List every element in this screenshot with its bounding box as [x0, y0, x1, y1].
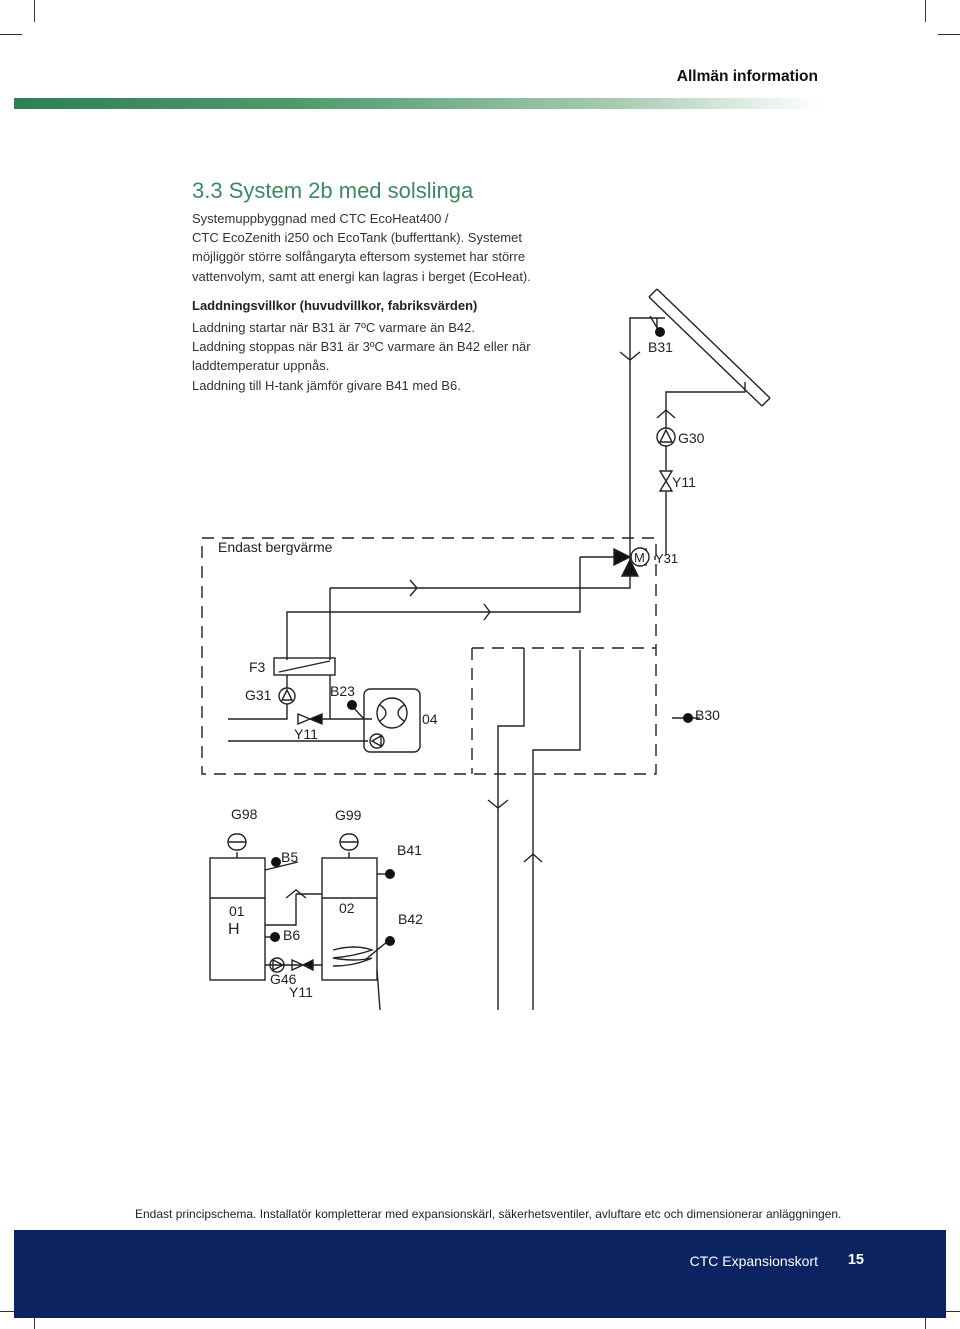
crop-mark — [0, 1311, 22, 1312]
pipe-break — [656, 409, 676, 419]
y11-solar-valve — [658, 479, 674, 492]
b42-sensor — [385, 936, 395, 946]
condition-line: Laddning till H-tank jämför givare B41 m… — [192, 377, 461, 393]
label-b42: B42 — [398, 911, 423, 927]
header-section-name: Allmän information — [676, 68, 818, 85]
b42-sensor-lead — [364, 940, 389, 961]
b30-sensor — [683, 713, 693, 723]
label-f3: F3 — [249, 659, 266, 675]
compressor-curve — [379, 704, 387, 722]
label-g31: G31 — [245, 687, 272, 703]
label-02: 02 — [339, 900, 355, 916]
label-y11-tank: Y11 — [289, 984, 313, 1000]
label-motor-m: M — [634, 550, 645, 565]
b41-sensor — [385, 869, 395, 879]
crop-mark — [34, 1307, 35, 1329]
g31-pump-arrow — [280, 688, 294, 701]
g30-pump — [656, 427, 676, 447]
label-y31: Y31 — [655, 551, 678, 566]
label-h: H — [228, 921, 240, 938]
conditions-list: Laddning startar när B31 är 7ºC varmare … — [192, 318, 572, 395]
pipe-break — [409, 579, 418, 597]
crop-mark — [0, 34, 22, 35]
b23-sensor — [347, 700, 357, 710]
label-01: 01 — [229, 903, 245, 919]
label-04: 04 — [422, 711, 438, 727]
g31-pump — [278, 687, 296, 705]
intro-line: vattenvolym, samt att energi kan lagras … — [192, 268, 531, 284]
label-g46: G46 — [270, 971, 297, 987]
pipe — [286, 557, 581, 660]
tank-02 — [321, 857, 378, 981]
compressor-unit — [363, 688, 421, 753]
footer-bar — [14, 1230, 946, 1318]
intro-line: Systemuppbyggnad med CTC EcoHeat400 / — [192, 211, 449, 226]
label-g30: G30 — [678, 430, 705, 446]
brine-pump-arrow — [370, 734, 382, 748]
g30-pump-arrow — [658, 428, 674, 443]
y11-solar-valve — [658, 470, 674, 483]
footnote: Endast principschema. Installatör komple… — [135, 1207, 842, 1221]
solar-coil — [332, 946, 375, 967]
y11-heatpump-valve — [308, 712, 323, 726]
pipe — [330, 575, 631, 589]
section-title: 3.3 System 2b med solslinga — [192, 178, 474, 203]
b5-sensor-lead — [264, 861, 299, 871]
crop-mark — [925, 0, 926, 22]
intro-line: möjliggör större solfångaryta eftersom s… — [192, 249, 526, 265]
label-y11-solar: Y11 — [672, 474, 696, 490]
compressor-curve — [397, 704, 405, 722]
y11-tank-valve — [291, 958, 305, 972]
label-b30: B30 — [695, 707, 720, 723]
pipe — [376, 969, 381, 1011]
label-g98: G98 — [231, 806, 258, 822]
b5-sensor — [271, 857, 281, 867]
pipe-break — [285, 889, 307, 899]
brine-pump — [369, 733, 385, 749]
b6-sensor — [270, 932, 280, 942]
label-b31: B31 — [648, 339, 673, 355]
g46-pump-arrow — [272, 958, 285, 972]
crop-mark — [34, 0, 35, 22]
label-endast-bergvarme: Endast bergvärme — [218, 539, 333, 555]
pipe — [228, 704, 288, 720]
compressor — [376, 697, 408, 729]
bergvarme-dashed-box — [201, 537, 657, 775]
label-b23: B23 — [330, 683, 355, 699]
crop-mark — [925, 1307, 926, 1329]
intro-paragraph: Systemuppbyggnad med CTC EcoHeat400 / CT… — [192, 209, 572, 286]
crop-mark — [938, 1311, 960, 1312]
pipe — [532, 650, 581, 1010]
y11-tank-valve — [301, 958, 314, 972]
condition-line: Laddning stoppas när B31 är 3ºC varmare … — [192, 339, 531, 355]
pipe — [497, 648, 525, 1010]
solar-collector — [648, 288, 771, 407]
label-y11-heatpump: Y11 — [294, 726, 318, 742]
f3-heat-exchanger — [273, 657, 336, 676]
label-g99: G99 — [335, 807, 362, 823]
y11-heatpump-valve — [297, 712, 312, 726]
pipe-break — [619, 351, 641, 361]
pipe-break — [523, 853, 543, 863]
footer-page-number: 15 — [847, 1252, 864, 1268]
label-b41: B41 — [397, 842, 422, 858]
conditions-heading: Laddningsvillkor (huvudvillkor, fabriksv… — [192, 298, 478, 313]
pipe-break — [483, 603, 491, 621]
footer-product-name: CTC Expansionskort — [689, 1253, 818, 1269]
pipe — [265, 894, 297, 926]
condition-line: Laddning startar när B31 är 7ºC varmare … — [192, 320, 475, 335]
label-b6: B6 — [283, 927, 300, 943]
label-b5: B5 — [281, 849, 298, 865]
condition-line: laddtemperatur uppnås. — [192, 358, 330, 374]
tank-01 — [209, 857, 266, 981]
pipe-break — [487, 799, 509, 809]
intro-line: CTC EcoZenith i250 och EcoTank (buffertt… — [192, 230, 522, 246]
b31-sensor — [655, 327, 665, 337]
crop-mark — [938, 34, 960, 35]
header-gradient-bar — [14, 98, 820, 109]
f3-diagonal — [278, 660, 331, 673]
